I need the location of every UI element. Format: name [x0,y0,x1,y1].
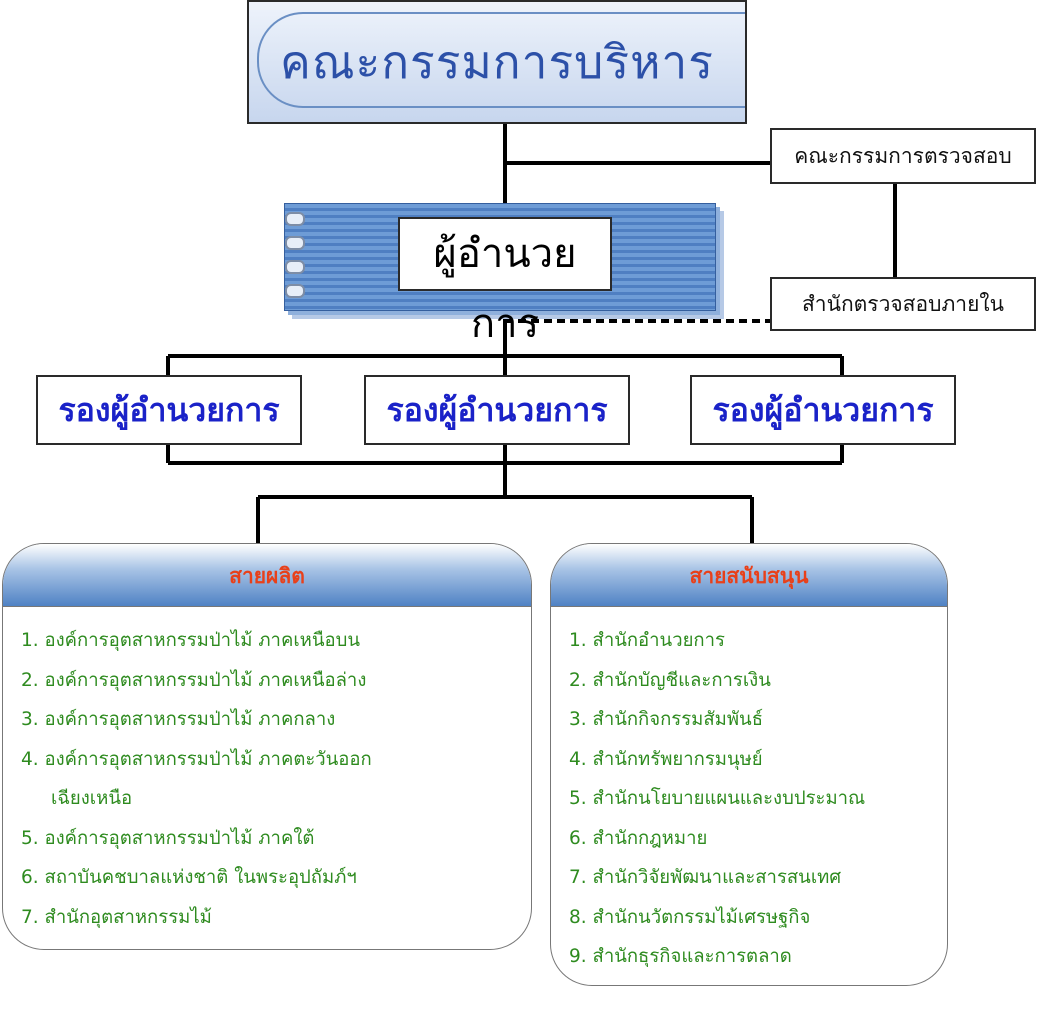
deputy-director-box-3: รองผู้อำนวยการ [690,375,956,445]
deputy-director-box-1: รองผู้อำนวยการ [36,375,302,445]
internal-audit-box: สำนักตรวจสอบภายใน [770,277,1036,331]
list-item: 8. สำนักนวัตกรรมไม้เศรษฐกิจ [569,906,811,928]
notebook-ring-icon [285,260,305,274]
support-line-panel: สายสนับสนุน 1. สำนักอำนวยการ 2. สำนักบัญ… [550,543,948,986]
production-line-panel: สายผลิต 1. องค์การอุตสาหกรรมป่าไม้ ภาคเห… [2,543,532,950]
executive-board-box: คณะกรรมการบริหาร [247,0,747,124]
list-item: 2. สำนักบัญชีและการเงิน [569,669,771,691]
list-item: เฉียงเหนือ [51,788,133,809]
support-line-list: 1. สำนักอำนวยการ 2. สำนักบัญชีและการเงิน… [551,607,947,977]
list-item: 6. สำนักกฎหมาย [569,827,708,849]
list-item: 2. องค์การอุตสาหกรรมป่าไม้ ภาคเหนือล่าง [21,669,367,691]
board-arc-decoration [257,12,745,108]
list-item: 5. สำนักนโยบายแผนและงบประมาณ [569,788,866,809]
list-item: 1. องค์การอุตสาหกรรมป่าไม้ ภาคเหนือบน [21,630,360,651]
audit-committee-box: คณะกรรมการตรวจสอบ [770,128,1036,184]
list-item: 7. สำนักอุตสาหกรรมไม้ [21,906,212,928]
deputy-director-box-2: รองผู้อำนวยการ [364,375,630,445]
support-line-title: สายสนับสนุน [551,544,947,607]
notebook-ring-icon [285,284,305,298]
list-item: 5. องค์การอุตสาหกรรมป่าไม้ ภาคใต้ [21,827,315,849]
list-item: 6. สถาบันคชบาลแห่งชาติ ในพระอุปถัมภ์ฯ [21,867,357,888]
list-item: 9. สำนักธุรกิจและการตลาด [569,946,792,967]
list-item: 4. องค์การอุตสาหกรรมป่าไม้ ภาคตะวันออก [21,748,372,770]
list-item: 7. สำนักวิจัยพัฒนาและสารสนเทศ [569,867,842,888]
production-line-title: สายผลิต [3,544,531,607]
production-line-list: 1. องค์การอุตสาหกรรมป่าไม้ ภาคเหนือบน 2.… [3,607,531,937]
list-item: 3. องค์การอุตสาหกรรมป่าไม้ ภาคกลาง [21,709,336,730]
director-box: ผู้อำนวยการ [398,217,612,347]
list-item: 3. สำนักกิจกรรมสัมพันธ์ [569,709,763,730]
notebook-ring-icon [285,236,305,250]
notebook-ring-icon [285,212,305,226]
list-item: 4. สำนักทรัพยากรมนุษย์ [569,748,763,770]
executive-board-title: คณะกรรมการบริหาร [280,35,714,89]
list-item: 1. สำนักอำนวยการ [569,630,725,651]
